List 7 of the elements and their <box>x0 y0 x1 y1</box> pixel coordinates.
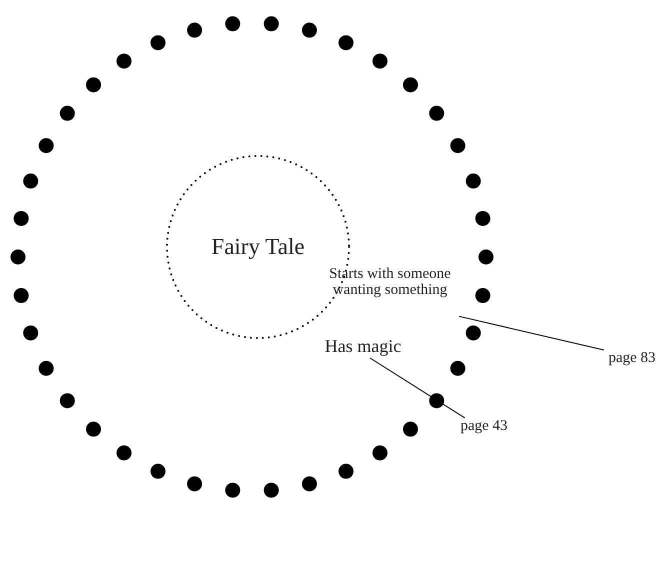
circle-label: Fairy Tale <box>211 234 305 260</box>
note-text: Has magic <box>324 336 402 356</box>
note-text: page 43 <box>460 419 508 435</box>
leader-line <box>370 358 466 418</box>
leader-line <box>458 316 604 350</box>
note-text: Starts with someone wanting something <box>329 267 451 299</box>
note-text: page 83 <box>608 351 656 367</box>
